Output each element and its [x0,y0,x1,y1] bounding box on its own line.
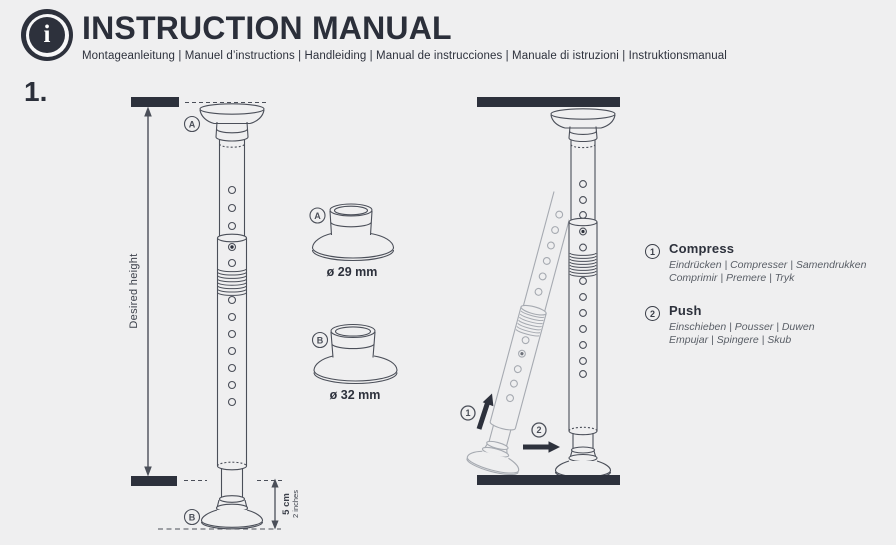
vertical-pole-coil [569,252,597,277]
instruction-push: 2 Push Einschieben | Pousser | Duwen Emp… [645,303,893,347]
left-pole-bottom-cap [200,495,264,530]
instruction-push-line2: Empujar | Spingere | Skub [669,334,792,347]
compress-arrow [476,393,494,430]
cap-a-label: A [314,211,321,221]
left-pole-tube [216,140,248,497]
installation-diagram: 1 2 [460,97,620,485]
title-block: INSTRUCTION MANUAL Montageanleitung | Ma… [82,9,727,62]
desired-height-label: Desired height [128,253,140,328]
cap-b-label: B [317,335,324,345]
instruction-push-translations: Einschieben | Pousser | Duwen Empujar | … [669,321,815,347]
left-pole-coil [217,268,247,296]
page-subtitle: Montageanleitung | Manuel d’instructions… [82,50,727,62]
end-caps: A ø 29 mm B ø 32 mm [309,203,398,402]
step-number: 1. [24,76,48,107]
left-pole-diagram: A [128,97,300,530]
instruction-push-text: Push Einschieben | Pousser | Duwen Empuj… [669,303,815,347]
gap-inches-label: 2 inches [291,490,300,518]
compress-step-badge: 1 [460,405,476,421]
instruction-compress-line1: Eindrücken | Compresser | Samendrukken [669,259,867,271]
info-icon-ring: i [25,13,69,57]
cap-a-drawing: A ø 29 mm [309,203,395,279]
floor-reference-bar [131,476,177,486]
label-b-text: B [189,512,196,522]
label-b-badge: B [183,508,201,526]
compress-step-number: 1 [465,408,470,418]
desired-height-measure: Desired height [128,106,152,477]
instruction-push-line1: Einschieben | Pousser | Duwen [669,321,815,333]
gap-cm-label: 5 cm [281,493,292,515]
instruction-compress: 1 Compress Eindrücken | Compresser | Sam… [645,241,893,285]
instruction-push-title: Push [669,303,702,318]
info-icon: i [21,9,73,61]
page-title: INSTRUCTION MANUAL [82,10,452,46]
instruction-push-badge: 2 [645,306,660,321]
instruction-compress-translations: Eindrücken | Compresser | Samendrukken C… [669,259,866,285]
push-step-badge: 2 [531,422,547,438]
cap-a-diameter: ø 29 mm [327,265,378,279]
info-icon-glyph: i [29,17,65,53]
cap-b-drawing: B ø 32 mm [311,323,398,402]
tilted-pole [466,191,576,476]
gap-measure: 5 cm 2 inches [271,478,300,530]
label-a-text: A [189,119,196,129]
install-ceiling-bar [477,97,620,107]
install-floor-bar [477,475,620,485]
instruction-compress-title: Compress [669,241,735,256]
ceiling-bar [131,97,179,107]
push-arrow [523,441,560,453]
vertical-pole [550,108,616,480]
header: i INSTRUCTION MANUAL Montageanleitung | … [21,9,727,62]
left-pole-top-cap [199,103,265,142]
instruction-compress-badge: 1 [645,244,660,259]
label-a-badge: A [183,115,201,133]
cap-b-diameter: ø 32 mm [330,388,381,402]
instruction-compress-text: Compress Eindrücken | Compresser | Samen… [669,241,866,285]
push-step-number: 2 [536,425,541,435]
instruction-compress-line2: Comprimir | Premere | Tryk [669,272,795,285]
